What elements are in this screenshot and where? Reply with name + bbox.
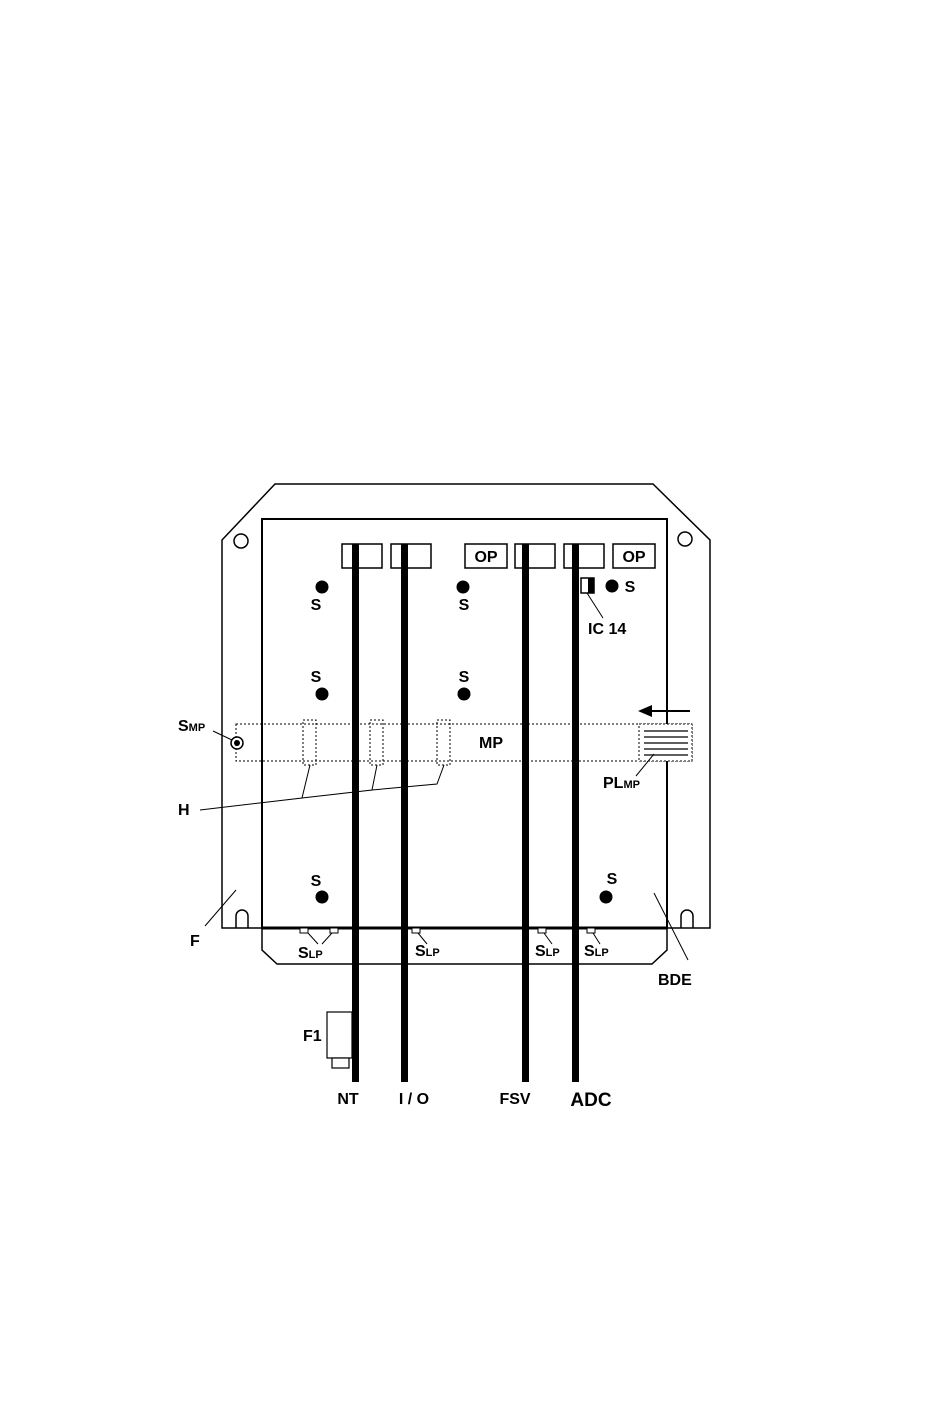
ic14-chip-fill [588,578,594,593]
s-lp-label-1: SLP [298,945,323,962]
screw-5-label: S [459,669,470,686]
screw-3-label: S [625,579,636,596]
screw-4 [316,688,329,701]
mp-label: MP [479,735,503,752]
cable-nt [352,544,359,1082]
screw-7 [600,891,613,904]
h-leader [200,765,310,810]
screw-2 [457,581,470,594]
mount-slot-bottom-left [236,910,248,928]
ic14-label: IC 14 [588,621,626,638]
screw-2-label: S [459,597,470,614]
s-lp-label-3: SLP [535,943,560,960]
fuse-f1 [327,1012,352,1058]
mount-hole-top-left [234,534,248,548]
screw-4-label: S [311,669,322,686]
screw-6-label: S [311,873,322,890]
mount-slot-bottom-right [681,910,693,928]
op-label-right: OP [622,549,645,566]
s-mp-screw-center [234,740,240,746]
fuse-f1-cap [332,1058,349,1068]
cable-nt-label: NT [337,1091,359,1108]
screw-7-label: S [607,871,618,888]
screw-1-label: S [311,597,322,614]
s-mp-label: SMP [178,718,205,735]
s-mp-label-main: S [178,718,189,735]
pl-mp-label-sub: MP [623,779,640,791]
holder-1 [303,720,316,765]
s-lp-leaders [308,933,600,944]
cable-io-label: I / O [399,1091,429,1108]
f-label: F [190,933,200,950]
pl-mp-label: PLMP [603,775,640,792]
cable-fsv-label: FSV [499,1091,530,1108]
screw-1 [316,581,329,594]
mp-board [236,724,692,761]
connector-fsv [515,544,555,568]
connector-nt [342,544,382,568]
f1-label: F1 [303,1028,322,1045]
cable-adc [572,544,579,1082]
s-mp-label-sub: MP [189,722,206,734]
insert-arrow-icon [638,705,690,717]
connector-adc [564,544,604,568]
cable-fsv [522,544,529,1082]
op-label-left: OP [474,549,497,566]
h-leader-2 [302,765,377,798]
f-leader [205,890,236,926]
h-label: H [178,802,190,819]
screw-6 [316,891,329,904]
connector-io [391,544,431,568]
holder-2 [370,720,383,765]
cable-adc-label: ADC [570,1090,611,1111]
cable-io [401,544,408,1082]
bde-label: BDE [658,972,692,989]
mount-hole-top-right [678,532,692,546]
pl-mp-label-main: PL [603,775,624,792]
s-lp-label-2: SLP [415,943,440,960]
screw-3 [606,580,619,593]
holder-3 [437,720,450,765]
s-lp-label-4: SLP [584,943,609,960]
screw-5 [458,688,471,701]
ic14-leader [587,593,603,618]
